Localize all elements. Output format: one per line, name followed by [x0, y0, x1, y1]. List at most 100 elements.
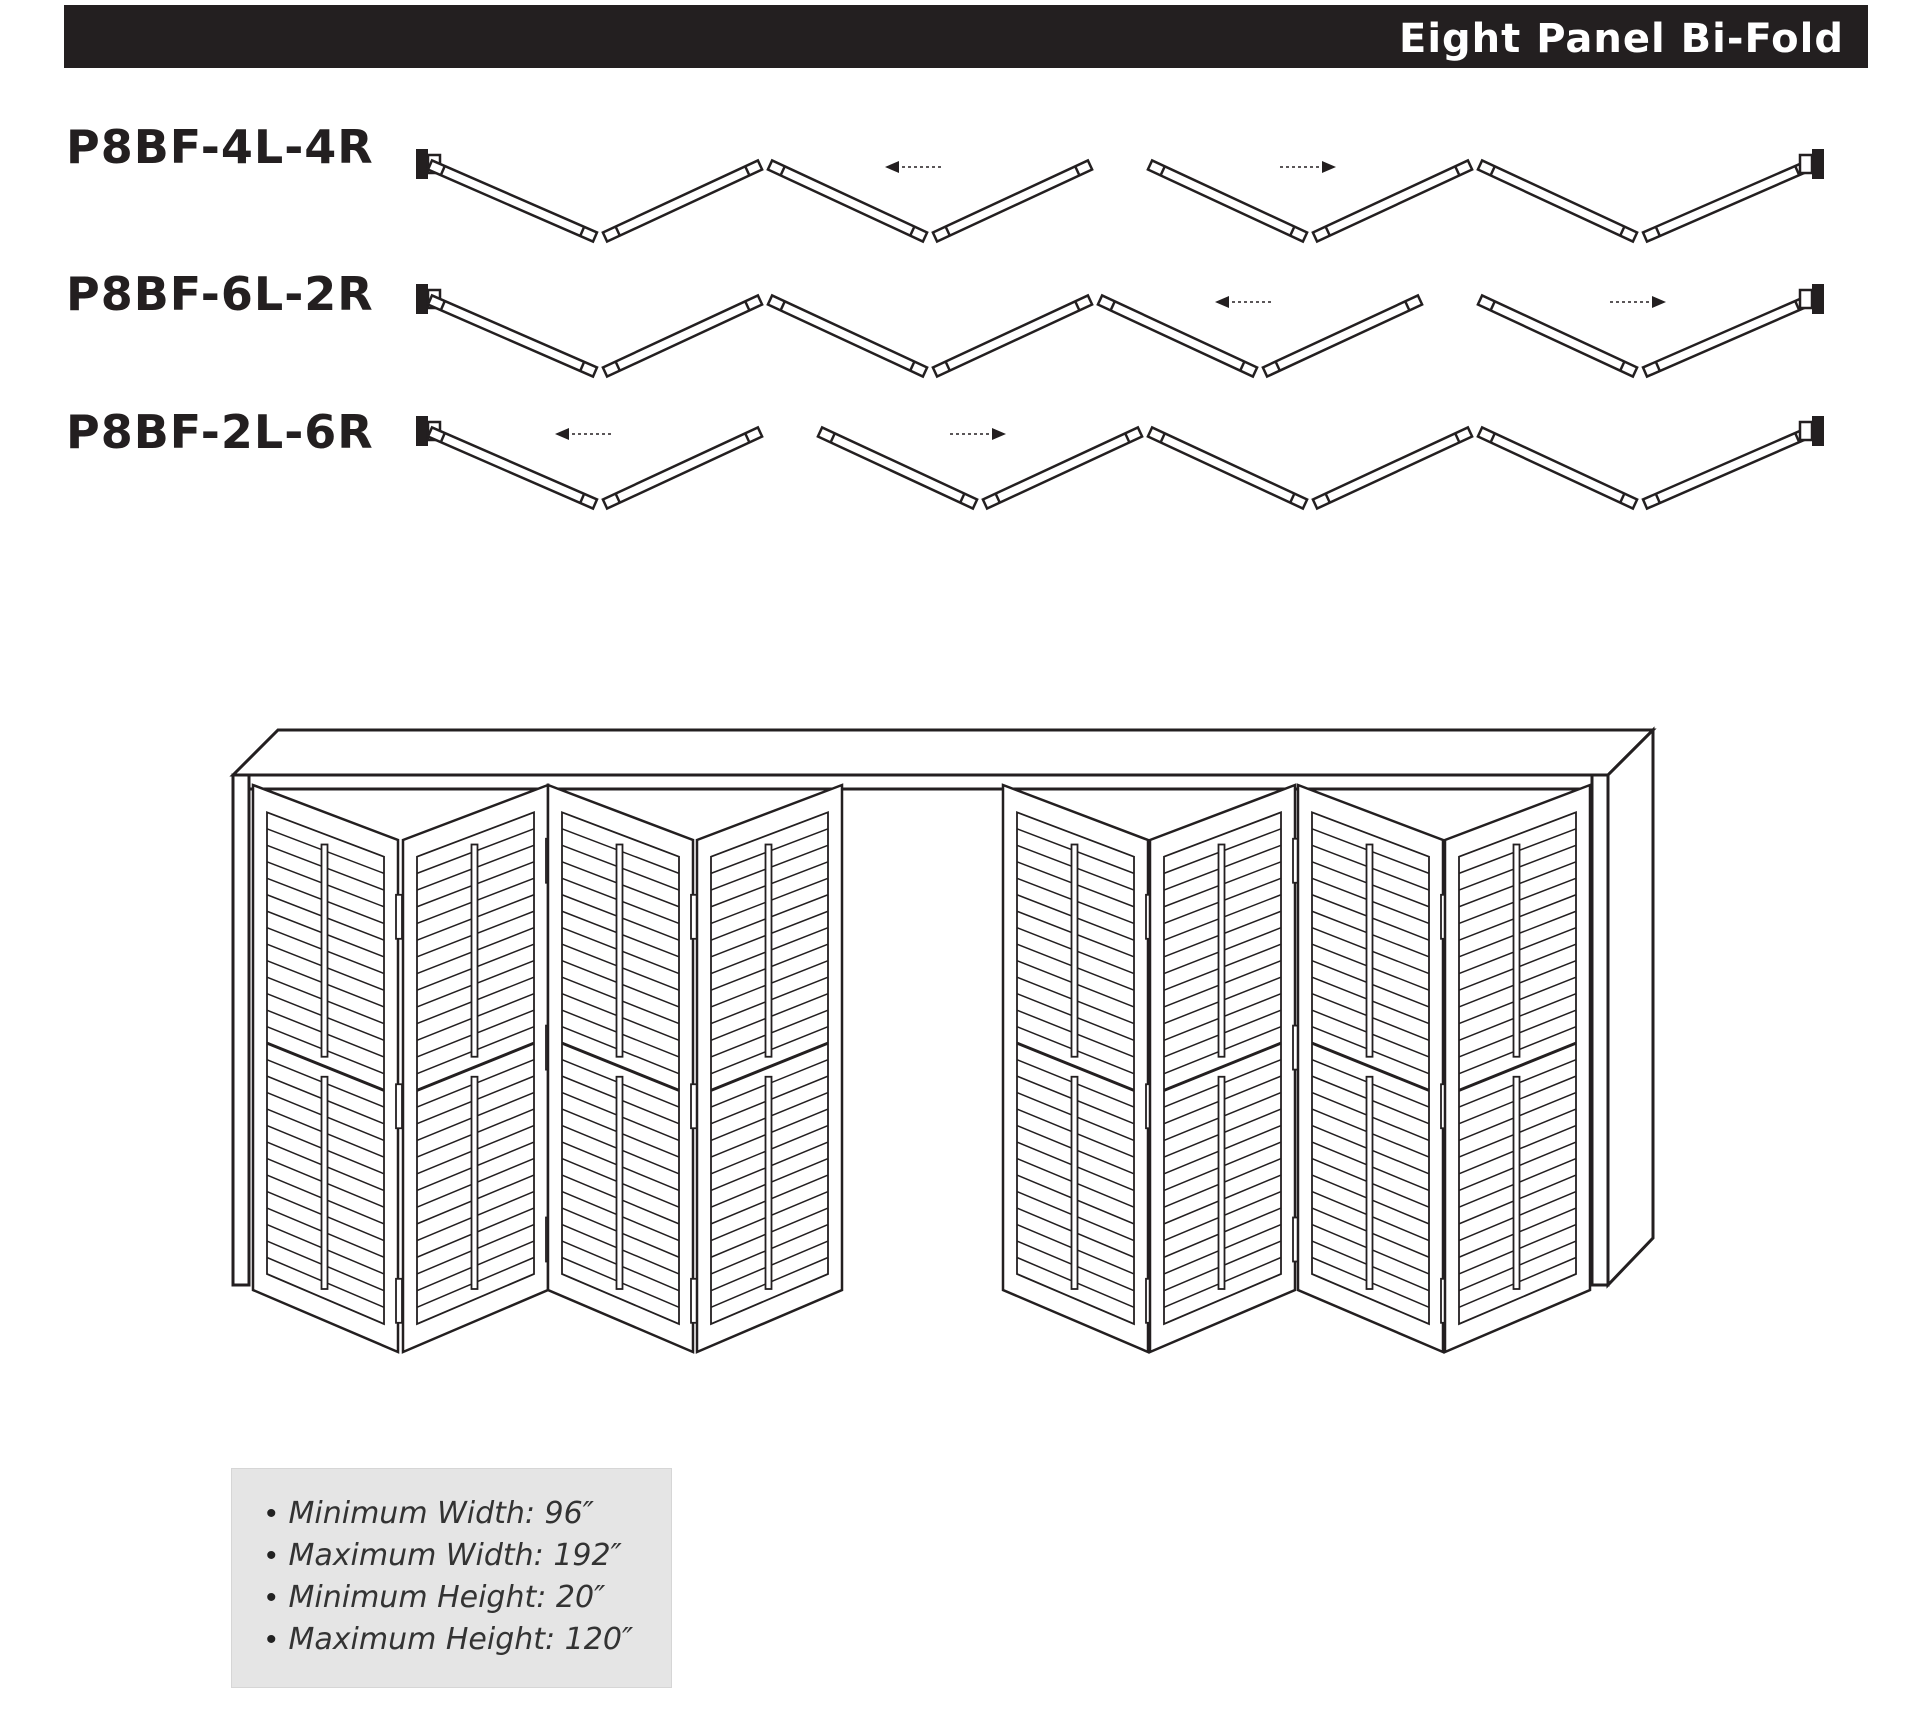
panel-outline: [546, 783, 695, 1354]
hinge-tick: [1618, 360, 1626, 372]
hinge-tick: [779, 300, 787, 312]
config-label-4l-4r: P8BF-4L-4R: [66, 120, 374, 174]
panel-segment: [816, 425, 979, 511]
hinge-tick: [908, 225, 916, 237]
hinge-tick: [1274, 360, 1282, 372]
panel-outline: [695, 783, 844, 1354]
panel-segment: [601, 425, 764, 511]
frame-header-rail: [231, 773, 1610, 791]
tilt-rod: [1365, 843, 1374, 1058]
tilt-rod: [1512, 1075, 1521, 1290]
hinge-tick: [439, 432, 447, 444]
hinge-tick: [1324, 225, 1332, 237]
panel-segment: [931, 293, 1094, 379]
shutter-panel: [1296, 783, 1448, 1354]
hinge-tick: [1288, 225, 1296, 237]
hinge-tick: [1324, 492, 1332, 504]
divider-rail: [1163, 1041, 1282, 1092]
panel-segment: [1096, 293, 1259, 379]
hinge-tick: [779, 165, 787, 177]
tilt-rod: [615, 843, 624, 1058]
panel-segment: [1146, 425, 1309, 511]
arrow-head-icon: [992, 428, 1006, 440]
louver-frame: [561, 811, 680, 1326]
shutter-panel: [1001, 783, 1153, 1354]
hinge-tick: [1159, 432, 1167, 444]
panel-segment: [931, 158, 1094, 244]
panel-outline: [251, 783, 400, 1354]
hinge-tick: [1489, 432, 1497, 444]
specs-list: Minimum Width: 96″ Maximum Width: 192″ M…: [232, 1469, 671, 1661]
hinge-icon: [395, 1083, 403, 1130]
divider-rail: [266, 1041, 385, 1092]
header-bar: Eight Panel Bi-Fold: [64, 5, 1868, 68]
hinge-icon: [395, 1277, 403, 1324]
louver-frame: [1016, 811, 1135, 1326]
frame-jamb-left: [231, 773, 251, 1287]
hinge-tick: [1793, 432, 1801, 444]
hinge-tick: [908, 360, 916, 372]
shutter-panel: [546, 783, 698, 1354]
divider-rail: [1458, 1041, 1577, 1092]
page-title: Eight Panel Bi-Fold: [1399, 16, 1844, 62]
louver-frame: [1163, 811, 1282, 1326]
tilt-rod: [764, 843, 773, 1058]
bracket-pivot: [1798, 420, 1814, 442]
frame-jamb-right: [1590, 773, 1610, 1287]
hinge-tick: [1453, 432, 1461, 444]
hinge-tick: [1073, 300, 1081, 312]
tilt-rod: [320, 1075, 329, 1290]
arrow-head-icon: [1215, 296, 1229, 308]
shutter-panel: [401, 783, 553, 1354]
spec-min-width: Minimum Width: 96″: [266, 1493, 671, 1535]
panel-outline: [1148, 783, 1297, 1354]
panel-segment: [601, 158, 764, 244]
fold-row: [416, 416, 1824, 511]
panel-segment: [426, 425, 599, 511]
fold-row: [416, 149, 1824, 244]
hinge-tick: [743, 165, 751, 177]
louver-frame: [416, 811, 535, 1326]
hinge-tick: [1793, 300, 1801, 312]
arrow-head-icon: [1652, 296, 1666, 308]
wall-bracket-icon: [416, 416, 428, 446]
arrow-head-icon: [555, 428, 569, 440]
spec-max-width: Maximum Width: 192″: [266, 1535, 671, 1577]
arrow-head-icon: [1322, 161, 1336, 173]
hinge-tick: [944, 225, 952, 237]
hinge-tick: [1654, 225, 1662, 237]
hinge-tick: [578, 360, 586, 372]
wall-bracket-icon: [1812, 149, 1824, 179]
tilt-rod: [615, 1075, 624, 1290]
fold-row: [416, 284, 1824, 379]
bracket-pivot: [1798, 153, 1814, 175]
panel-segment: [1311, 425, 1474, 511]
hinge-tick: [578, 225, 586, 237]
shutter-panel: [695, 783, 844, 1354]
arrow-head-icon: [885, 161, 899, 173]
hinge-tick: [994, 492, 1002, 504]
hinge-tick: [614, 360, 622, 372]
hinge-tick: [829, 432, 837, 444]
hinge-tick: [1109, 300, 1117, 312]
tilt-rod: [1365, 1075, 1374, 1290]
wall-bracket-icon: [416, 284, 428, 314]
louver-frame: [266, 811, 385, 1326]
hinge-tick: [1453, 165, 1461, 177]
hinge-tick: [1073, 165, 1081, 177]
hinge-tick: [958, 492, 966, 504]
hinge-tick: [743, 300, 751, 312]
louver-frame: [710, 811, 829, 1326]
panel-segment: [766, 158, 929, 244]
hinge-tick: [439, 300, 447, 312]
divider-rail: [1016, 1041, 1135, 1092]
panel-outline: [1296, 783, 1445, 1354]
wall-bracket-icon: [1812, 284, 1824, 314]
hinge-icon: [395, 893, 403, 940]
hinge-tick: [1123, 432, 1131, 444]
shutter-panel: [1148, 783, 1300, 1354]
tilt-rod: [470, 1075, 479, 1290]
hinge-tick: [614, 225, 622, 237]
fold-diagrams: [416, 149, 1824, 511]
